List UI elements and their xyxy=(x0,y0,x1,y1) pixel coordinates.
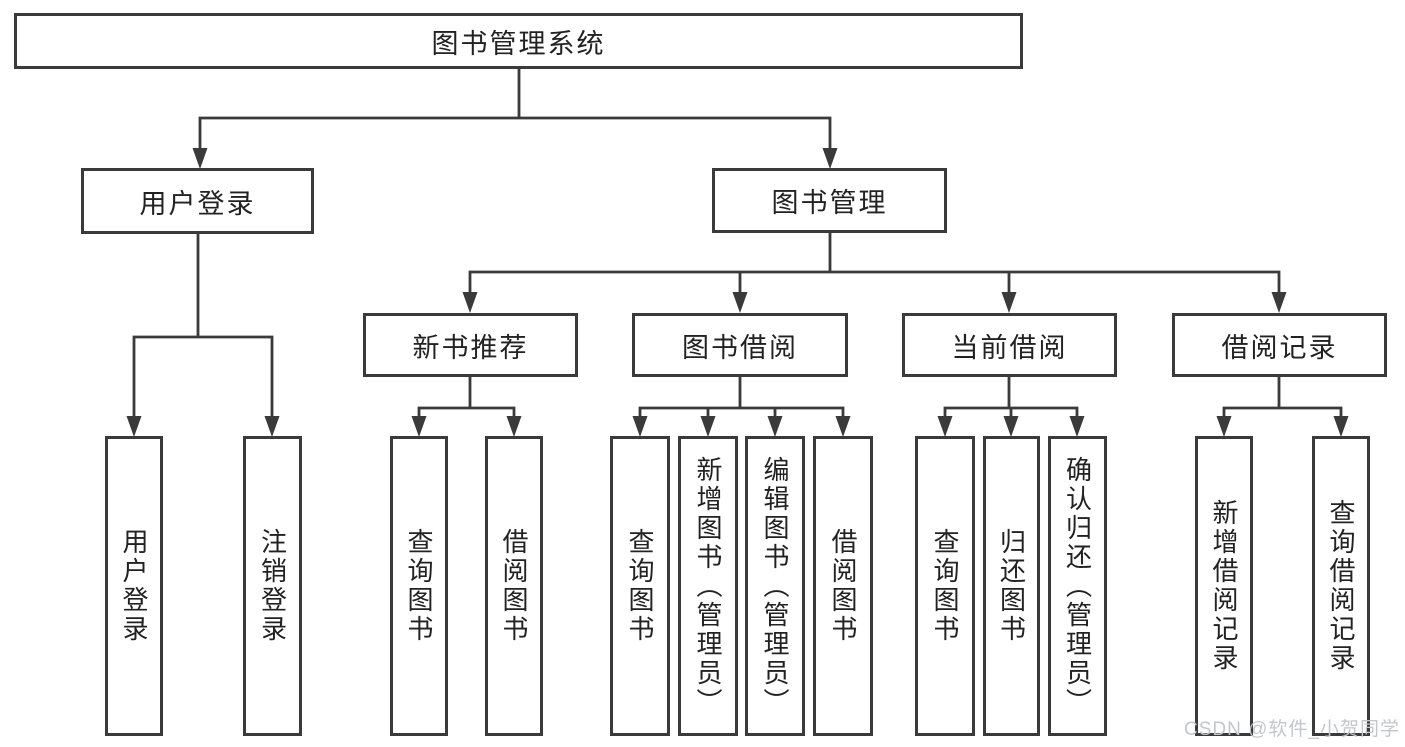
leaf-query-borrow-record: 查询借阅记录 xyxy=(1312,436,1370,736)
arrowhead-icon xyxy=(1003,416,1019,437)
node-user-login: 用户登录 xyxy=(81,168,314,234)
leaf-borrow-book-1-label: 借阅图书 xyxy=(499,528,529,644)
leaf-query-borrow-record-label: 查询借阅记录 xyxy=(1326,499,1356,673)
connector-branch xyxy=(132,335,274,417)
leaf-query-book-1-label: 查询图书 xyxy=(404,528,434,644)
node-borrow-records-label: 借阅记录 xyxy=(1221,332,1338,363)
leaf-borrow-book-2-label: 借阅图书 xyxy=(828,528,858,644)
arrowhead-icon xyxy=(937,416,953,437)
arrowhead-icon xyxy=(1216,416,1232,437)
node-book-management-label: 图书管理 xyxy=(771,188,888,218)
arrowhead-icon xyxy=(411,416,427,437)
leaf-return-book-label: 归还图书 xyxy=(996,528,1027,644)
connector-branch xyxy=(417,406,516,418)
leaf-query-book-1: 查询图书 xyxy=(390,436,448,736)
csdn-watermark: CSDN @软件_小贺同学 xyxy=(1184,719,1400,740)
leaf-user-login: 用户登录 xyxy=(105,436,163,736)
connector-group-book-borrow xyxy=(632,377,851,437)
connector-group-user-login xyxy=(126,234,280,437)
node-new-book-recommend-label: 新书推荐 xyxy=(412,332,529,363)
connector-group-current-borrow xyxy=(937,377,1085,437)
leaf-borrow-book-2: 借阅图书 xyxy=(813,436,873,736)
arrowhead-icon xyxy=(126,416,142,437)
arrowhead-icon xyxy=(192,148,208,169)
arrowhead-icon xyxy=(264,416,280,437)
arrowhead-icon xyxy=(1271,292,1287,313)
leaf-user-login-label: 用户登录 xyxy=(119,528,149,644)
leaf-confirm-return-admin-label: 确认归还（管理员） xyxy=(1062,455,1093,717)
node-root-label: 图书管理系统 xyxy=(431,28,606,59)
leaf-query-book-2: 查询图书 xyxy=(610,436,670,736)
arrowhead-icon xyxy=(462,292,478,313)
connector-group-book-management xyxy=(462,233,1287,313)
connector-branch xyxy=(468,270,1281,293)
arrowhead-icon xyxy=(700,416,716,437)
leaf-logout: 注销登录 xyxy=(243,436,302,736)
connector-group-root xyxy=(192,69,838,169)
arrowhead-icon xyxy=(632,416,648,437)
leaf-add-borrow-record-label: 新增借阅记录 xyxy=(1209,499,1239,673)
leaf-add-borrow-record: 新增借阅记录 xyxy=(1195,436,1253,736)
leaf-logout-label: 注销登录 xyxy=(257,528,288,644)
node-book-borrow: 图书借阅 xyxy=(632,313,848,377)
arrowhead-icon xyxy=(1069,416,1085,437)
node-borrow-records: 借阅记录 xyxy=(1172,313,1387,377)
connector-branch xyxy=(638,406,845,418)
connector-group-new-book xyxy=(411,377,522,437)
leaf-borrow-book-1: 借阅图书 xyxy=(485,436,543,736)
arrowhead-icon xyxy=(732,292,748,313)
node-current-borrow-label: 当前借阅 xyxy=(951,332,1068,363)
connector-branch xyxy=(1222,406,1343,418)
connector-group-borrow-records xyxy=(1216,377,1349,437)
node-root: 图书管理系统 xyxy=(14,13,1023,69)
arrowhead-icon xyxy=(835,416,851,437)
leaf-return-book: 归还图书 xyxy=(983,436,1040,736)
node-new-book-recommend: 新书推荐 xyxy=(363,313,578,377)
leaf-query-book-3-label: 查询图书 xyxy=(930,528,960,644)
leaf-confirm-return-admin: 确认归还（管理员） xyxy=(1048,436,1107,736)
leaf-add-book-admin-label: 新增图书（管理员） xyxy=(693,455,723,717)
leaf-add-book-admin: 新增图书（管理员） xyxy=(678,436,738,736)
node-book-borrow-label: 图书借阅 xyxy=(682,332,798,363)
arrowhead-icon xyxy=(767,416,783,437)
node-current-borrow: 当前借阅 xyxy=(902,313,1117,377)
arrowhead-icon xyxy=(1001,292,1017,313)
leaf-edit-book-admin-label: 编辑图书（管理员） xyxy=(760,455,790,717)
arrowhead-icon xyxy=(506,416,522,437)
leaf-query-book-3: 查询图书 xyxy=(915,436,975,736)
leaf-query-book-2-label: 查询图书 xyxy=(625,528,655,644)
node-book-management: 图书管理 xyxy=(712,168,947,233)
leaf-edit-book-admin: 编辑图书（管理员） xyxy=(745,436,805,736)
connector-branch xyxy=(198,116,832,149)
arrowhead-icon xyxy=(822,148,838,169)
node-user-login-label: 用户登录 xyxy=(139,188,256,219)
arrowhead-icon xyxy=(1333,416,1349,437)
